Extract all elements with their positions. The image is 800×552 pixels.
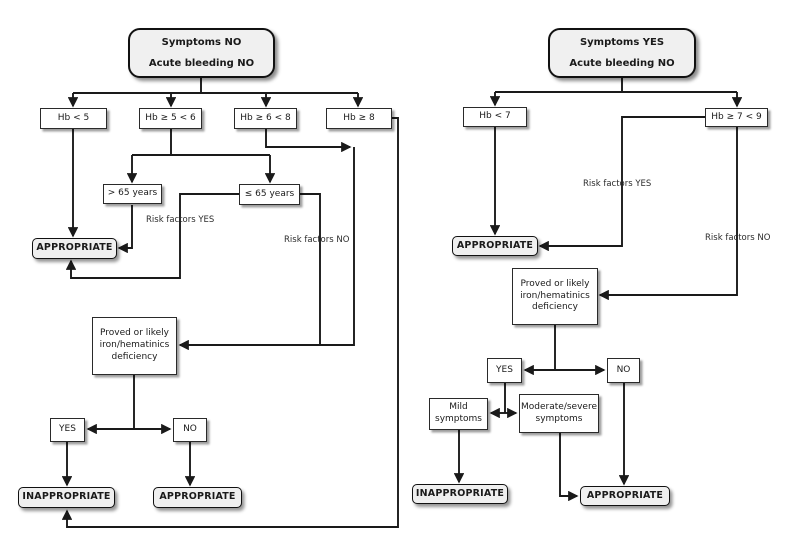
terminal-appropriate-left-bottom: APPROPRIATE <box>153 487 242 508</box>
node-mild-symptoms: Mild symptoms <box>429 398 488 430</box>
node-no-left: NO <box>173 418 207 442</box>
edge-riskyes-to-appropriate <box>538 116 705 252</box>
node-hb-lt5: Hb < 5 <box>40 108 107 129</box>
node-hb-lt7: Hb < 7 <box>463 107 527 127</box>
label-risk-factors-yes-left: Risk factors YES <box>146 215 215 225</box>
node-hb-5-6: Hb ≥ 5 < 6 <box>139 108 202 129</box>
edge-down-to-proved <box>178 147 355 351</box>
node-yes-left: YES <box>50 418 85 442</box>
edge-header-trunk-left <box>73 78 358 94</box>
left-chart-edges <box>61 78 399 528</box>
node-hb-7-9: Hb ≥ 7 < 9 <box>705 108 768 127</box>
label-risk-factors-no-right: Risk factors NO <box>705 233 771 243</box>
right-chart-edges <box>453 78 743 502</box>
edge-le65-riskyes-to-appropriate <box>65 193 240 279</box>
edge-riskno-to-proved <box>598 127 738 301</box>
node-moderate-severe-symptoms: Moderate/severe symptoms <box>519 394 599 433</box>
edge-modsev-to-appropriate <box>559 433 579 502</box>
node-no-right: NO <box>607 358 640 383</box>
edge-hb-5-6-split <box>132 129 270 156</box>
node-gt65-years: > 65 years <box>103 184 162 204</box>
terminal-appropriate-right-bottom: APPROPRIATE <box>580 486 670 506</box>
terminal-appropriate-left-top: APPROPRIATE <box>32 238 117 259</box>
edge-header-trunk-right <box>495 78 737 93</box>
label-risk-factors-yes-right: Risk factors YES <box>583 179 652 189</box>
label-risk-factors-no-left: Risk factors NO <box>284 235 350 245</box>
terminal-appropriate-right-top: APPROPRIATE <box>452 236 538 256</box>
node-hb-6-8: Hb ≥ 6 < 8 <box>234 108 297 129</box>
edge-le65-riskno-down <box>300 193 321 344</box>
terminal-inappropriate-right: INAPPROPRIATE <box>412 484 508 504</box>
right-header-symptoms-yes: Symptoms YES Acute bleeding NO <box>548 28 696 78</box>
terminal-inappropriate-left: INAPPROPRIATE <box>18 487 115 508</box>
node-hb-ge8: Hb ≥ 8 <box>326 108 392 129</box>
edge-hb-6-8-join <box>265 129 352 153</box>
node-le65-years: ≤ 65 years <box>239 184 300 205</box>
left-header-symptoms-no: Symptoms NO Acute bleeding NO <box>128 28 275 78</box>
edge-gt65-to-appropriate <box>117 205 133 254</box>
node-proved-deficiency-right: Proved or likely iron/hematinics deficie… <box>512 268 598 325</box>
edge-hb-ge8-to-inappropriate <box>61 117 399 528</box>
node-proved-deficiency-left: Proved or likely iron/hematinics deficie… <box>92 317 177 375</box>
node-yes-right: YES <box>487 358 522 383</box>
